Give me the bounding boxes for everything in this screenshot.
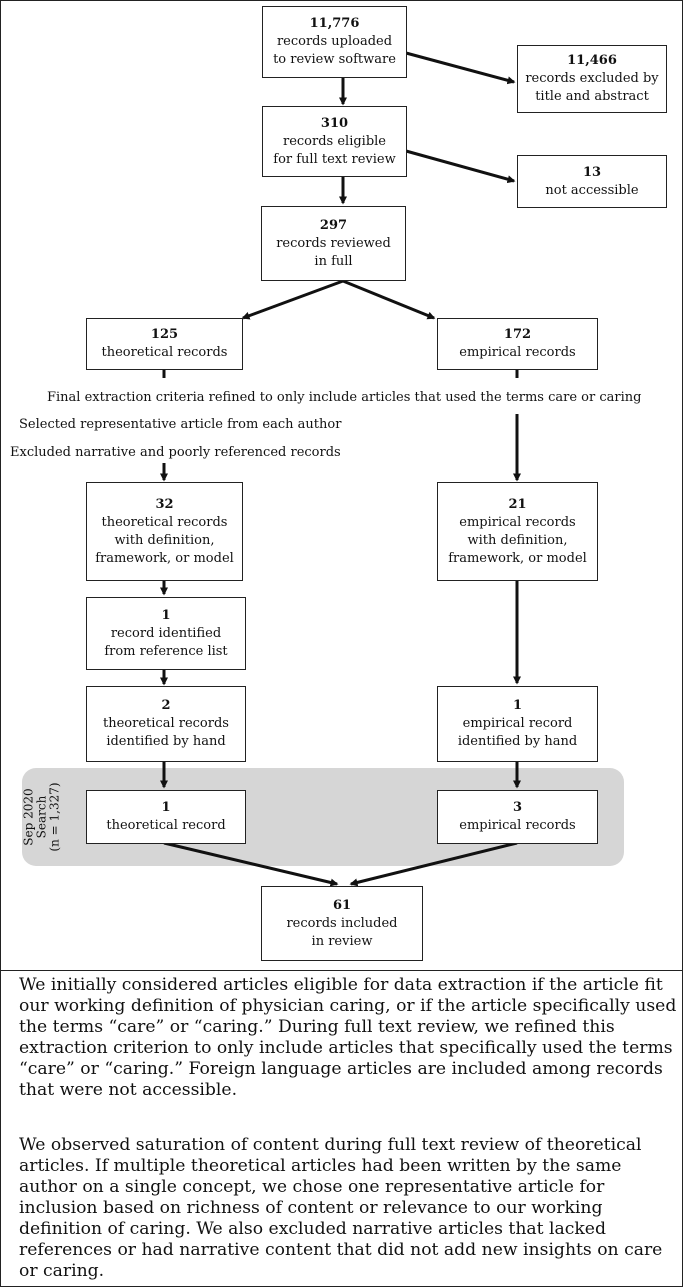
box-excluded-title-abstract: 11,466 records excluded by title and abs…	[517, 45, 667, 113]
count: 1	[512, 698, 523, 713]
box-line: identified by hand	[457, 734, 578, 749]
box-empirical-records-search: 3 empirical records	[437, 790, 598, 844]
footnote-frame	[0, 970, 683, 1287]
box-line: records uploaded	[276, 34, 393, 49]
box-theoretical-record-search: 1 theoretical record	[86, 790, 246, 844]
arrow-reviewed-to-empirical	[342, 279, 436, 320]
box-line: framework, or model	[95, 550, 234, 566]
box-line: empirical records	[459, 818, 576, 833]
flow-arrows	[160, 51, 521, 887]
arrow-reviewed-to-theoretical	[241, 279, 344, 320]
count: 13	[582, 164, 602, 180]
count: 310	[320, 115, 349, 131]
note-excluded-narrative: Excluded narrative and poorly referenced…	[10, 445, 341, 460]
arrow-theoretical-search-to-included	[163, 841, 339, 887]
box-line: empirical record	[462, 716, 573, 731]
box-records-reviewed: 297 records reviewed in full	[261, 206, 406, 281]
box-line: title and abstract	[535, 89, 649, 104]
box-line: records eligible	[282, 133, 387, 149]
arrow-empirical-search-to-included	[349, 841, 518, 887]
box-records-included: 61 records included in review	[261, 886, 423, 961]
count: 61	[332, 897, 352, 913]
box-empirical-records: 172 empirical records	[437, 318, 598, 370]
box-not-accessible: 13 not accessible	[517, 155, 667, 208]
arrow-eligible-to-not-accessible	[405, 149, 516, 184]
box-line: in review	[311, 933, 373, 949]
count: 3	[512, 800, 523, 815]
box-line: empirical records	[459, 345, 576, 360]
count: 125	[150, 327, 179, 342]
box-line: with definition,	[114, 532, 215, 548]
box-line: identified by hand	[106, 734, 226, 749]
note-selected-representative: Selected representative article from eac…	[19, 417, 342, 432]
box-theoretical-with-definition: 32 theoretical records with definition, …	[86, 482, 243, 581]
footnote-paragraph-1: We initially considered articles eligibl…	[19, 975, 677, 1100]
box-line: records excluded by	[525, 71, 659, 86]
count: 21	[508, 496, 527, 512]
box-line: record identified	[110, 625, 222, 641]
box-line: framework, or model	[448, 550, 587, 566]
box-line: theoretical records	[101, 345, 228, 360]
box-line: theoretical records	[103, 716, 229, 731]
box-empirical-with-definition: 21 empirical records with definition, fr…	[437, 482, 598, 581]
count: 11,466	[567, 53, 617, 68]
count: 172	[503, 327, 532, 342]
box-theoretical-identified-by-hand: 2 theoretical records identified by hand	[86, 686, 246, 762]
box-records-uploaded: 11,776 records uploaded to review softwa…	[262, 6, 407, 78]
box-record-from-reference-list: 1 record identified from reference list	[86, 597, 246, 670]
note-criteria-refined: Final extraction criteria refined to onl…	[47, 390, 642, 405]
box-line: to review software	[273, 52, 396, 67]
count: 297	[319, 217, 348, 233]
footnote-paragraph-2: We observed saturation of content during…	[19, 1135, 663, 1281]
box-line: theoretical records	[101, 514, 228, 530]
arrow-uploaded-to-excluded	[405, 51, 516, 85]
box-line: for full text review	[273, 151, 396, 167]
count: 32	[155, 496, 174, 512]
box-line: from reference list	[104, 643, 228, 659]
box-line: records reviewed	[276, 235, 391, 251]
count: 11,776	[309, 16, 360, 31]
box-line: empirical records	[459, 514, 576, 530]
count: 1	[161, 800, 171, 815]
count: 1	[161, 607, 171, 623]
box-line: theoretical record	[106, 818, 226, 833]
box-line: in full	[314, 253, 353, 269]
box-empirical-identified-by-hand: 1 empirical record identified by hand	[437, 686, 598, 762]
box-line: records included	[286, 915, 398, 931]
box-line: not accessible	[545, 182, 639, 198]
box-line: with definition,	[467, 532, 568, 548]
box-theoretical-records: 125 theoretical records	[86, 318, 243, 370]
box-records-eligible: 310 records eligible for full text revie…	[262, 106, 407, 177]
count: 2	[161, 698, 171, 713]
